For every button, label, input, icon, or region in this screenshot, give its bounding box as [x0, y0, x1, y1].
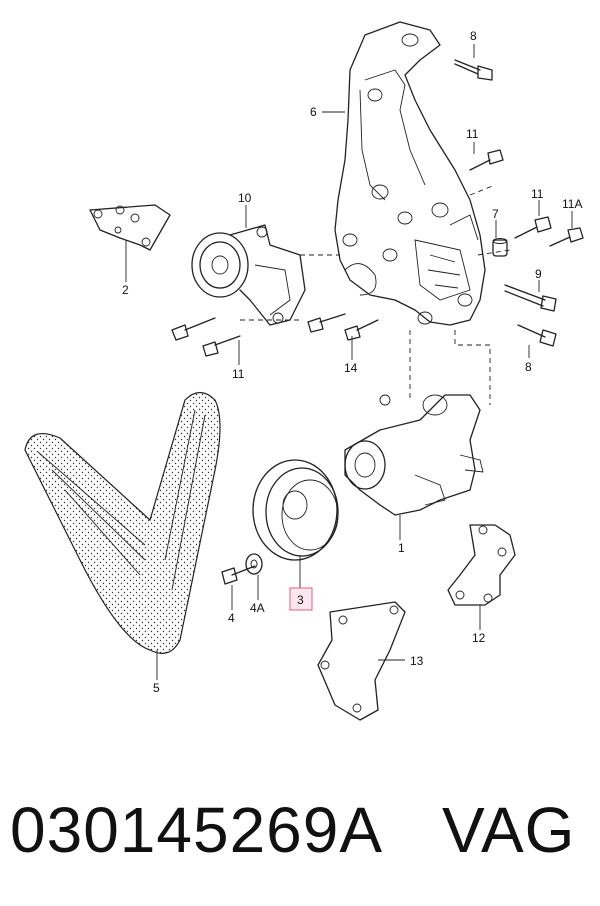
bolt-11-left-lower: [202, 335, 241, 357]
belt-tensioner: [191, 224, 306, 326]
pulley-bolt: [221, 565, 256, 585]
bolt-14-right: [344, 319, 379, 341]
callout-6: 6: [310, 105, 317, 119]
bolt-14-left: [307, 313, 346, 333]
bracket-13: [317, 601, 406, 721]
callout-11-upper: 11: [466, 127, 479, 141]
bolt-11-right: [514, 216, 552, 239]
bolt-11-upper: [469, 149, 504, 171]
ribbed-belt: [24, 391, 221, 654]
bolt-8-lower: [517, 324, 557, 347]
callout-13: 13: [410, 654, 424, 668]
callout-12: 12: [472, 631, 486, 645]
callout-2: 2: [122, 283, 129, 297]
callout-3: 3: [297, 593, 304, 607]
callout-4A: 4A: [250, 601, 265, 615]
bolt-11A: [549, 227, 584, 247]
callout-7: 7: [492, 207, 499, 221]
bolt-8-top: [454, 59, 493, 81]
callout-11A: 11A: [562, 197, 582, 211]
bracket-12: [447, 524, 516, 606]
mounting-bracket: [334, 21, 486, 326]
highlight-box: [289, 587, 313, 611]
callout-8-lower: 8: [525, 360, 532, 374]
callout-1: 1: [398, 541, 405, 555]
exploded-parts-diagram: 1 2 3 4 4A 5 6 7 8 8 9 10 11 11 11 11A 1…: [24, 21, 584, 721]
leader-lines: [125, 44, 573, 680]
callout-11-left: 11: [232, 367, 245, 381]
callout-8-top: 8: [470, 29, 477, 43]
callout-9: 9: [535, 267, 542, 281]
footer: 030145269A VAG: [0, 790, 600, 890]
callout-10: 10: [238, 191, 252, 205]
part-number: 030145269A: [10, 794, 384, 866]
callout-14: 14: [344, 361, 358, 375]
callout-5: 5: [153, 681, 160, 695]
callout-11-right: 11: [531, 187, 544, 201]
sleeve-7: [492, 238, 508, 257]
bolt-9: [504, 284, 557, 312]
power-steering-pump: [344, 394, 484, 516]
callout-4: 4: [228, 611, 235, 625]
callout-labels: 1 2 3 4 4A 5 6 7 8 8 9 10 11 11 11 11A 1…: [122, 29, 582, 695]
pump-pulley: [252, 459, 339, 561]
washer: [245, 553, 263, 575]
brand: VAG: [442, 794, 576, 866]
bolt-11-left-upper: [171, 317, 216, 341]
small-bracket: [89, 204, 171, 251]
